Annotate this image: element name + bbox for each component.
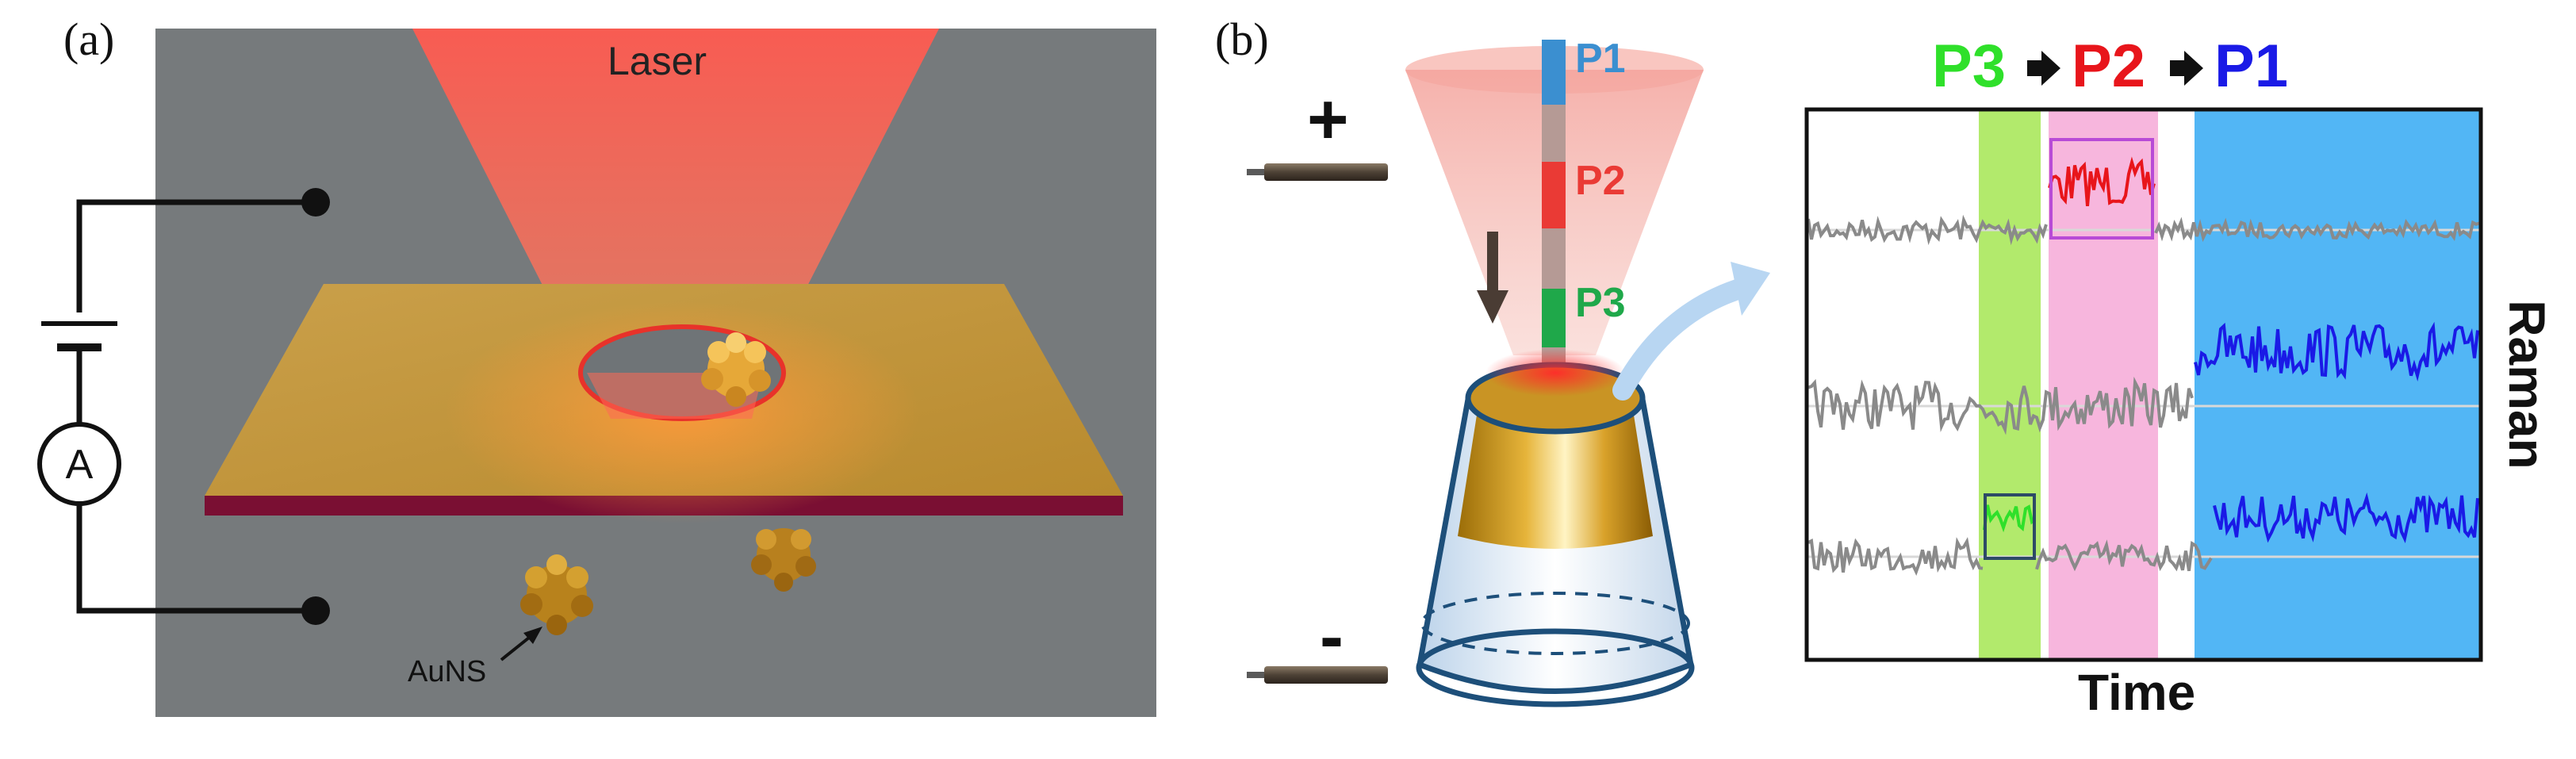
strand-label-p2: P2 xyxy=(1575,158,1626,204)
negative-electrode xyxy=(1264,666,1388,684)
sequence-label-p1: P1 xyxy=(2214,33,2288,100)
connector-arrow xyxy=(1612,277,1755,401)
trace-bot-p3 xyxy=(1983,504,2037,533)
positive-sign: + xyxy=(1307,80,1349,159)
pipette-bottom-dashed xyxy=(1420,592,1690,655)
bottom-terminal-dot xyxy=(301,596,330,625)
negative-sign: - xyxy=(1320,597,1344,677)
strand-p3-segment xyxy=(1542,289,1566,347)
pipette-tip-glow xyxy=(1485,349,1625,397)
auns-label: AuNS xyxy=(408,655,487,688)
sequence-label-p3: P3 xyxy=(1932,33,2006,100)
trace-top-post xyxy=(2154,217,2480,243)
raman-traces xyxy=(1807,156,2480,576)
strand-linker-2 xyxy=(1542,228,1566,289)
nanostar-below-right xyxy=(751,528,816,592)
x-axis-label: Time xyxy=(2078,664,2196,721)
p3-highlight-box xyxy=(1984,493,2036,560)
strand-p1-segment xyxy=(1542,40,1566,105)
trace-mid-pre xyxy=(1807,376,2194,435)
strand-linker-1 xyxy=(1542,105,1566,162)
panel-b-label: (b) xyxy=(1215,13,1269,65)
strand-p2-segment xyxy=(1542,162,1566,228)
y-axis-label: Raman xyxy=(2498,300,2555,470)
sequence-label-p2: P2 xyxy=(2072,33,2145,100)
ammeter-circle xyxy=(37,422,121,506)
trace-bot-mid xyxy=(2035,539,2213,572)
sequence-arrow-2 xyxy=(2170,51,2203,86)
band-p1 xyxy=(2195,111,2480,658)
circuit-wires xyxy=(76,199,316,614)
translocation-arrow-shaft xyxy=(1487,232,1498,292)
connector-arrowhead xyxy=(1731,262,1770,316)
sequence-arrow-1 xyxy=(2027,51,2060,86)
trace-mid-p1 xyxy=(2194,321,2479,382)
positive-electrode xyxy=(1264,163,1388,181)
trace-bot-p1 xyxy=(2213,492,2479,544)
top-terminal-dot xyxy=(301,188,330,217)
strand-label-p3: P3 xyxy=(1575,280,1626,326)
p2-highlight-box xyxy=(2049,138,2154,240)
ammeter-label: A xyxy=(65,442,94,488)
auns-arrow xyxy=(500,633,535,661)
trace-bot-pre xyxy=(1807,537,1984,576)
strand-label-p1: P1 xyxy=(1575,36,1626,82)
pipette-gold-band xyxy=(1458,395,1653,549)
laser-label: Laser xyxy=(608,39,707,83)
nanostar-in-pore xyxy=(701,332,771,407)
auns-arrowhead xyxy=(523,627,542,644)
positive-electrode-lead xyxy=(1247,169,1264,175)
trace-top-pre xyxy=(1807,214,2048,246)
band-p2 xyxy=(2049,111,2158,658)
nanostar-below-left xyxy=(520,554,593,635)
trace-top-p2 xyxy=(2048,156,2156,206)
raman-plot-frame xyxy=(1804,107,2483,662)
panel-a-label: (a) xyxy=(63,13,115,65)
negative-electrode-lead xyxy=(1247,672,1264,678)
translocation-arrow-head xyxy=(1477,290,1508,324)
band-p3 xyxy=(1979,111,2041,658)
pipette-bottom-rim xyxy=(1416,628,1695,707)
